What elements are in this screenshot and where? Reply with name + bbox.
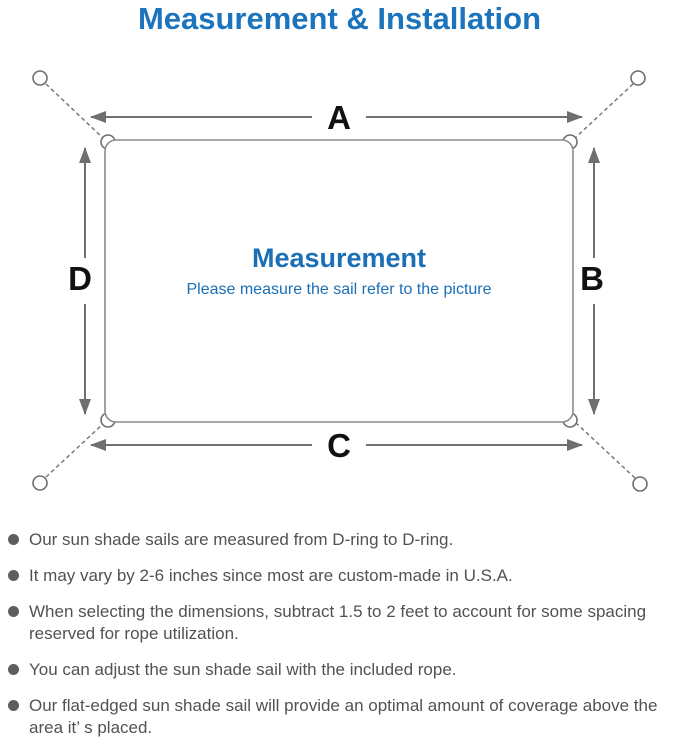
dimension-label-a: A: [327, 99, 351, 136]
sail-measurement-diagram: A B C D: [32, 70, 648, 492]
dimension-label-c: C: [327, 427, 351, 464]
list-item: You can adjust the sun shade sail with t…: [8, 659, 674, 681]
note-text: Our flat-edged sun shade sail will provi…: [29, 696, 658, 737]
measurement-notes-list: Our sun shade sails are measured from D-…: [8, 529, 674, 739]
diagram-center-title: Measurement: [251, 243, 427, 273]
dimension-label-b: B: [580, 260, 604, 297]
bullet-icon: [8, 700, 19, 711]
note-text: It may vary by 2-6 inches since most are…: [29, 566, 513, 585]
list-item: It may vary by 2-6 inches since most are…: [8, 565, 674, 587]
page-title: Measurement & Installation: [137, 1, 542, 36]
note-text: Our sun shade sails are measured from D-…: [29, 530, 454, 549]
bullet-icon: [8, 534, 19, 545]
sail-outline: [104, 139, 574, 423]
diagram-center-text: Measurement Please measure the sail refe…: [105, 243, 573, 299]
diagram-center-subtitle: Please measure the sail refer to the pic…: [186, 281, 492, 298]
bullet-icon: [8, 606, 19, 617]
anchor-ring-icons: [32, 70, 648, 492]
dimension-label-d: D: [68, 260, 92, 297]
list-item: When selecting the dimensions, subtract …: [8, 601, 674, 645]
bullet-icon: [8, 570, 19, 581]
dimension-arrows: [79, 111, 600, 451]
bullet-icon: [8, 664, 19, 675]
list-item: Our flat-edged sun shade sail will provi…: [8, 695, 674, 739]
corner-rope-dashed-lines: [45, 83, 636, 479]
list-item: Our sun shade sails are measured from D-…: [8, 529, 674, 551]
note-text: When selecting the dimensions, subtract …: [29, 602, 647, 643]
note-text: You can adjust the sun shade sail with t…: [29, 660, 457, 679]
